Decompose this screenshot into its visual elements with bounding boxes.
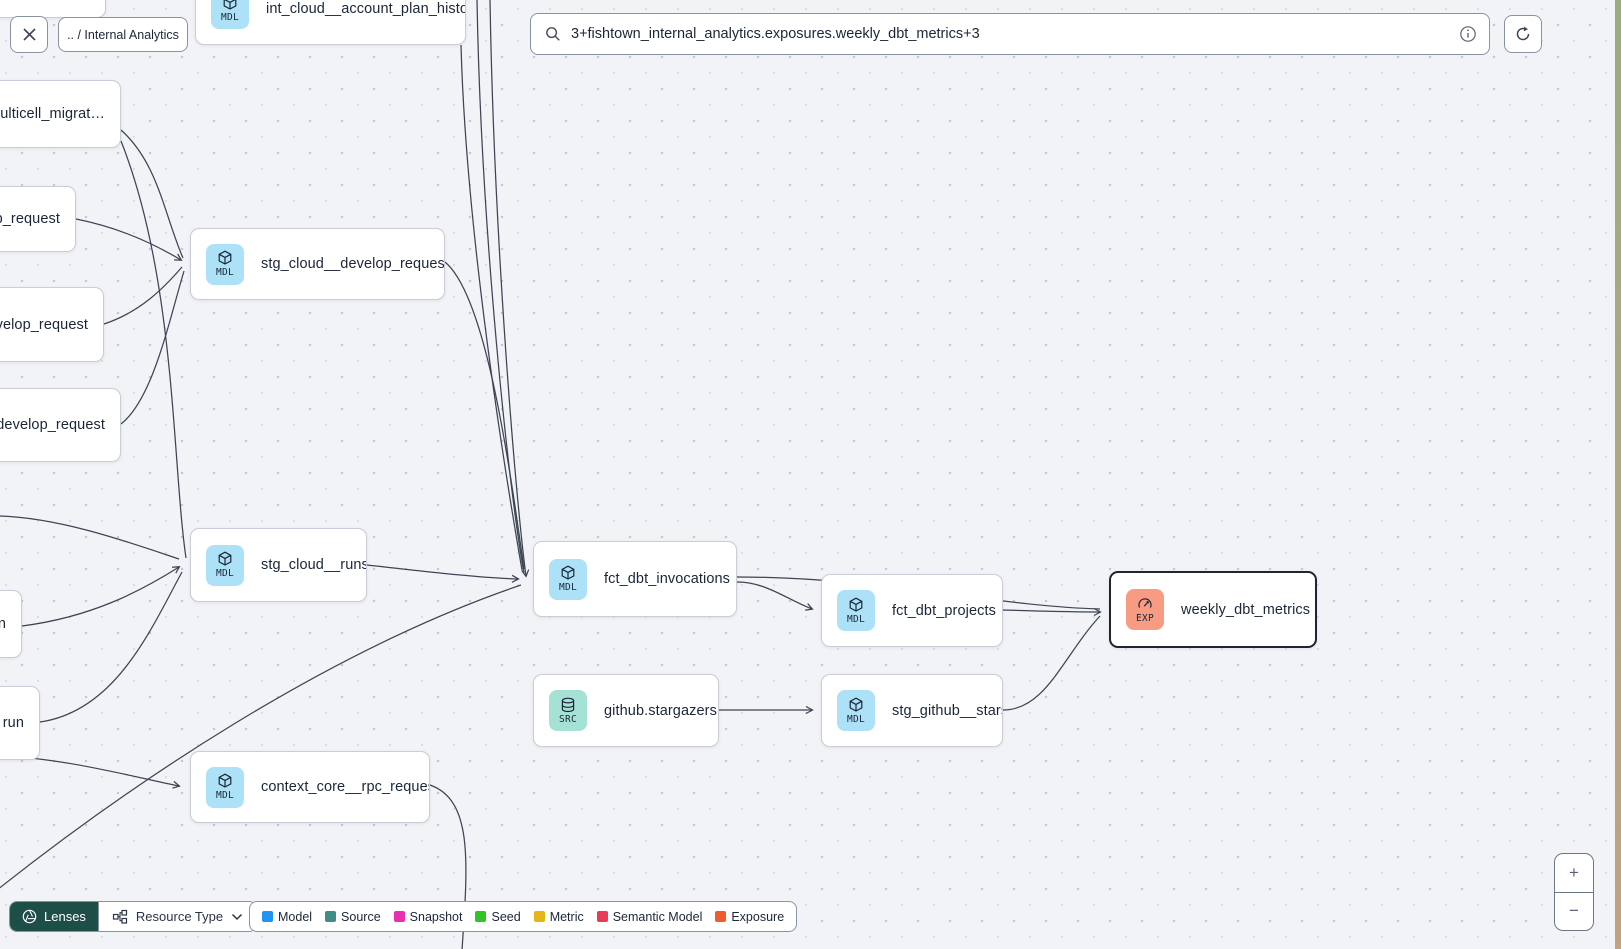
cube-icon: [849, 597, 863, 612]
node-p-request[interactable]: p_request: [0, 186, 76, 252]
cube-icon: [223, 0, 237, 10]
node-stg-github-stars[interactable]: MDL stg_github__stars: [821, 674, 1003, 747]
breadcrumb[interactable]: .. / Internal Analytics: [58, 17, 188, 52]
minus-icon: −: [1569, 901, 1579, 921]
zoom-controls: + −: [1554, 853, 1594, 931]
cube-icon: [218, 250, 232, 265]
zoom-in-button[interactable]: +: [1555, 854, 1593, 893]
cube-icon: [218, 773, 232, 788]
resource-type-legend: Model Source Snapshot Seed Metric Semant…: [249, 901, 798, 932]
lenses-aperture-icon: [22, 909, 37, 924]
source-swatch: [325, 911, 337, 922]
node-label: stg_github__stars: [892, 702, 1003, 719]
node-label: int_cloud__account_plan_history: [266, 0, 466, 17]
close-button[interactable]: [10, 16, 48, 53]
seed-swatch: [475, 911, 487, 922]
node-label: stg_cloud__runs: [261, 557, 367, 573]
node-int-cloud-account-plan-history[interactable]: MDL int_cloud__account_plan_history: [195, 0, 466, 45]
info-icon[interactable]: [1459, 25, 1477, 43]
node-snapshot-daily[interactable]: snapshot_daily: [0, 0, 106, 18]
node-fct-dbt-invocations[interactable]: MDL fct_dbt_invocations: [533, 541, 737, 617]
cube-icon: [849, 697, 863, 712]
plus-icon: +: [1569, 862, 1579, 882]
model-swatch: [262, 911, 273, 922]
node-github-stargazers[interactable]: SRC github.stargazers: [533, 674, 719, 747]
node-run[interactable]: run: [0, 686, 40, 760]
cube-icon: [561, 565, 575, 580]
node-label: fct_dbt_invocations: [604, 571, 731, 587]
node-context-core-rpc-request[interactable]: MDL context_core__rpc_request: [190, 751, 430, 823]
node-label: weekly_dbt_metrics: [1181, 601, 1311, 618]
snapshot-swatch: [393, 911, 405, 922]
model-badge: MDL: [206, 243, 244, 285]
refresh-icon: [1516, 26, 1530, 41]
node-velop-request[interactable]: velop_request: [0, 287, 104, 362]
close-icon: [22, 28, 36, 41]
lenses-control: Lenses Resource Type: [9, 901, 258, 932]
node-label: context_core__rpc_request: [261, 779, 430, 795]
model-badge: MDL: [206, 766, 244, 808]
lenses-button[interactable]: Lenses: [10, 902, 98, 931]
node-weekly-dbt-metrics[interactable]: EXP weekly_dbt_metrics: [1109, 571, 1317, 648]
database-icon: [561, 697, 575, 712]
zoom-out-button[interactable]: −: [1555, 893, 1593, 931]
metric-swatch: [533, 911, 545, 922]
node-develop-request[interactable]: develop_request: [0, 388, 121, 462]
model-badge: MDL: [211, 0, 249, 29]
legend-item-seed: Seed: [475, 910, 521, 924]
legend-item-source: Source: [325, 910, 381, 924]
exposure-badge: EXP: [1126, 589, 1164, 630]
desktop-edge-strip: [1615, 0, 1621, 949]
legend-item-model: Model: [262, 910, 312, 924]
node-label: github.stargazers: [604, 702, 717, 719]
node-label: run: [2, 715, 24, 731]
node-label: velop_request: [0, 316, 88, 333]
resource-type-dropdown[interactable]: Resource Type: [97, 902, 257, 931]
legend-item-exposure: Exposure: [715, 910, 784, 924]
model-badge: MDL: [549, 558, 587, 600]
model-badge: MDL: [837, 690, 875, 731]
semantic-model-swatch: [596, 911, 608, 922]
source-badge: SRC: [549, 690, 587, 731]
legend-item-metric: Metric: [533, 910, 584, 924]
node-multicell-migrat[interactable]: multicell_migrat…: [0, 80, 121, 148]
search-bar[interactable]: [530, 13, 1490, 55]
resource-type-icon: [112, 909, 128, 924]
node-label: fct_dbt_projects: [892, 602, 996, 619]
legend-item-semantic-model: Semantic Model: [596, 910, 702, 924]
node-label: multicell_migrat…: [0, 106, 105, 122]
node-stg-cloud-runs[interactable]: MDL stg_cloud__runs: [190, 528, 367, 602]
node-label: develop_request: [0, 417, 105, 433]
search-icon: [546, 27, 560, 41]
refresh-button[interactable]: [1504, 15, 1542, 53]
search-input[interactable]: [571, 26, 1449, 42]
gauge-icon: [1138, 597, 1152, 608]
cube-icon: [218, 551, 232, 566]
node-stg-cloud-develop-requests[interactable]: MDL stg_cloud__develop_requests: [190, 228, 445, 300]
node-n[interactable]: n: [0, 590, 22, 658]
legend-item-snapshot: Snapshot: [393, 910, 462, 924]
node-fct-dbt-projects[interactable]: MDL fct_dbt_projects: [821, 574, 1003, 647]
model-badge: MDL: [837, 590, 875, 631]
node-label: n: [0, 616, 6, 632]
exposure-swatch: [715, 911, 727, 922]
node-label: stg_cloud__develop_requests: [261, 256, 445, 272]
node-label: p_request: [0, 211, 60, 227]
chevron-down-icon: [232, 913, 243, 920]
model-badge: MDL: [206, 544, 244, 586]
